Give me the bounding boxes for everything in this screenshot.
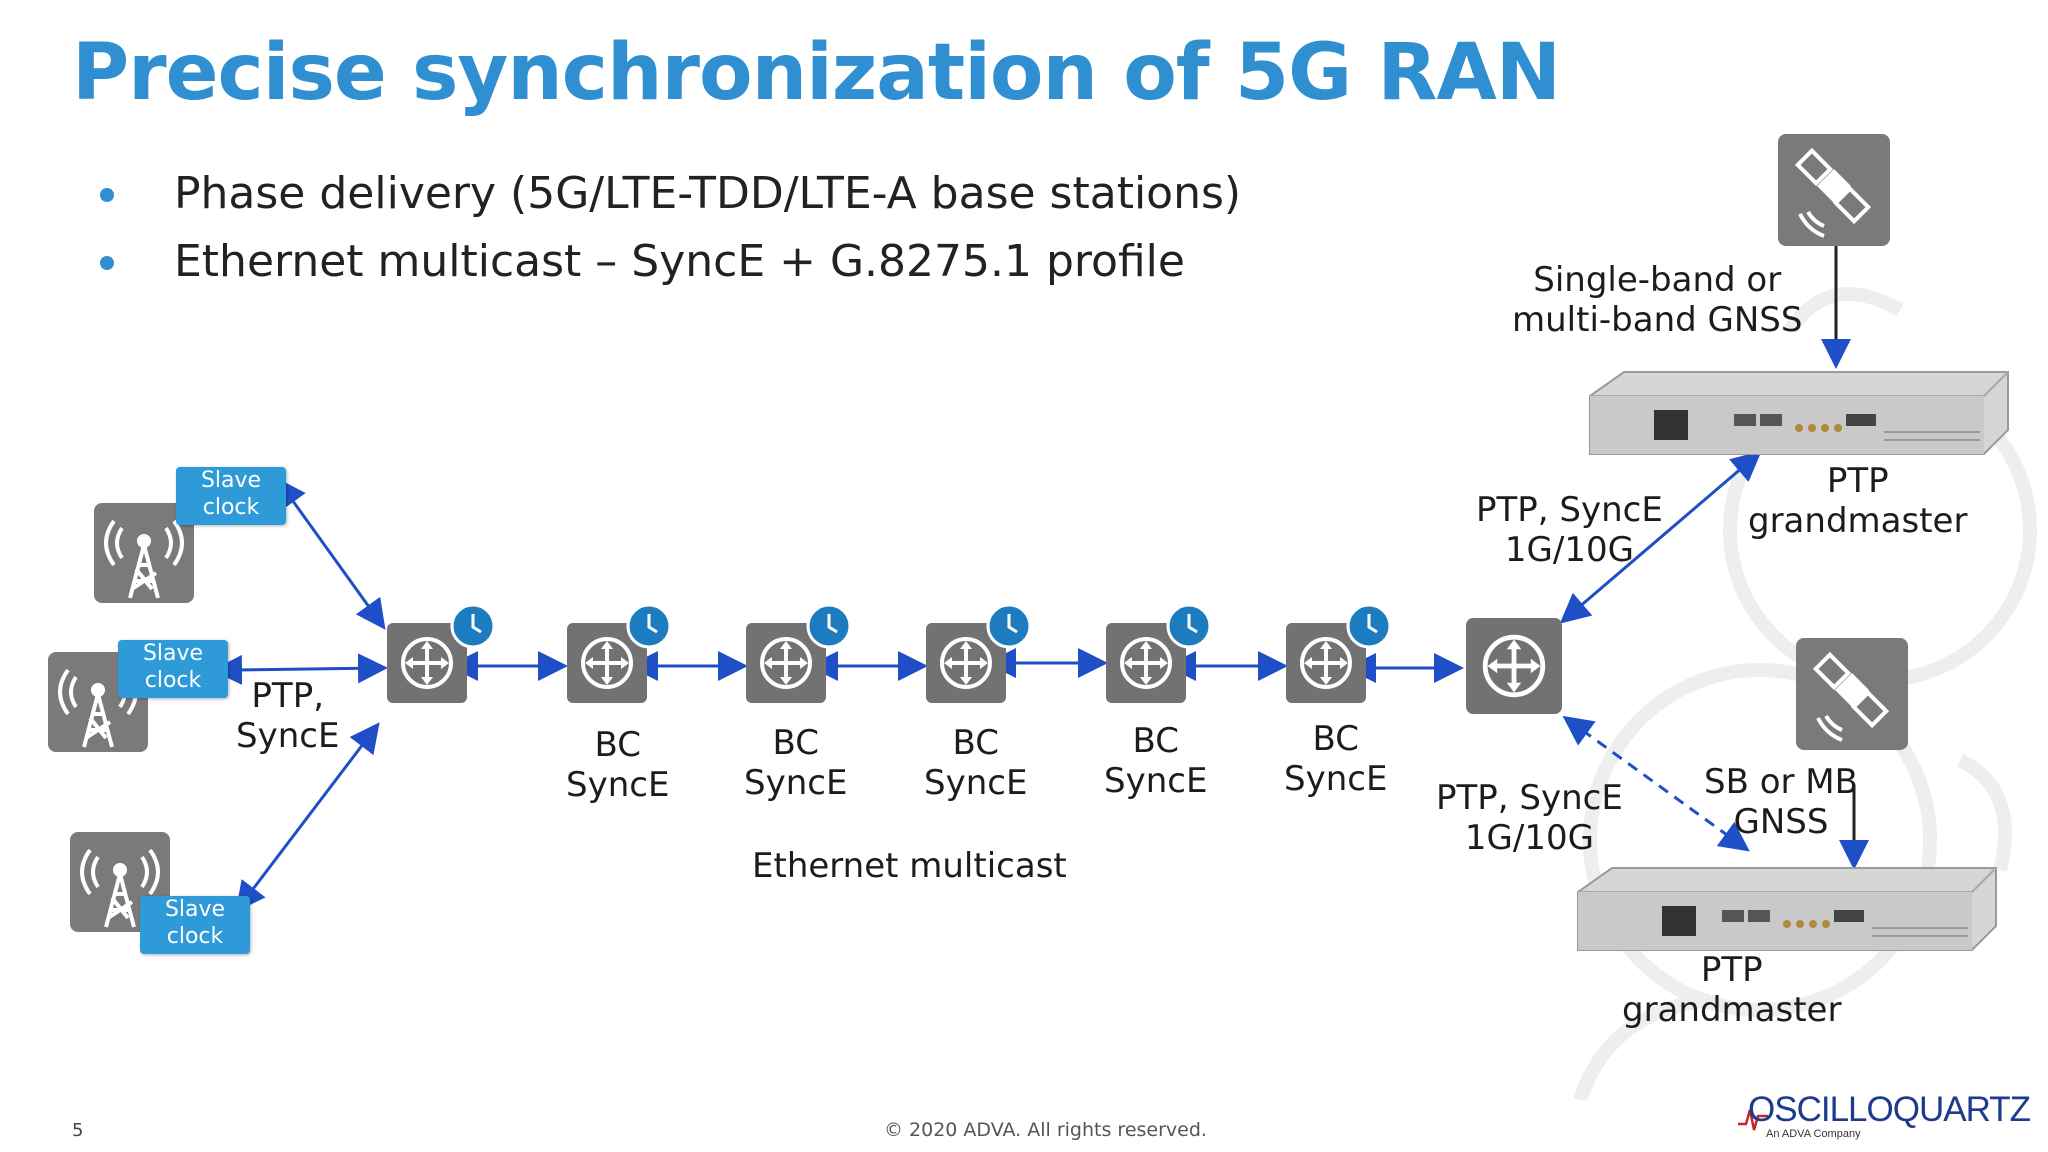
bullet-dot xyxy=(100,188,114,202)
copyright-text: © 2020 ADVA. All rights reserved. xyxy=(884,1119,1207,1141)
bullet-text: Ethernet multicast – SyncE + G.8275.1 pr… xyxy=(174,236,1185,287)
grandmaster-label-line: PTP xyxy=(1700,950,1763,990)
slave-clock-line: clock xyxy=(144,668,202,693)
uplink-label-line: 1G/10G xyxy=(1464,818,1594,858)
link-arrow xyxy=(275,477,386,630)
grandmaster-primary-label: PTP grandmaster xyxy=(1748,461,1967,541)
router-icon xyxy=(387,623,467,703)
clock-icon xyxy=(450,603,496,649)
bc-node-label-line: BC xyxy=(594,725,641,765)
logo-wave-icon xyxy=(1738,1109,1768,1131)
grandmaster-label-line: PTP xyxy=(1826,461,1889,501)
clock-icon xyxy=(1166,603,1212,649)
access-link-label: PTP, SyncE xyxy=(236,676,339,756)
uplink-label-line: PTP, SyncE xyxy=(1436,778,1623,818)
router-icon xyxy=(1286,623,1366,703)
bc-node-label-line: BC xyxy=(1312,719,1359,759)
slide-title: Precise synchronization of 5G RAN xyxy=(72,28,1561,118)
router-icon xyxy=(1106,623,1186,703)
bc-node-label-line: SyncE xyxy=(744,763,848,803)
grandmaster-device-icon xyxy=(1589,371,2009,455)
satellite-icon xyxy=(1778,134,1890,246)
uplink-label-line: PTP, SyncE xyxy=(1476,490,1663,530)
bc-node-label: BC SyncE xyxy=(1104,721,1207,801)
router-icon xyxy=(1466,618,1562,714)
router-icon xyxy=(926,623,1006,703)
bc-node-label-line: SyncE xyxy=(924,763,1028,803)
logo-name: OSCILLOQUARTZ xyxy=(1748,1090,2031,1129)
clock-icon xyxy=(986,603,1032,649)
tower-icon xyxy=(94,503,194,603)
clock-icon xyxy=(1346,603,1392,649)
slave-clock-line: clock xyxy=(166,924,224,949)
grandmaster-backup-label: PTP grandmaster xyxy=(1622,950,1841,1030)
gnss-label-line: Single-band or xyxy=(1533,260,1782,300)
clock-icon xyxy=(806,603,852,649)
logo-tagline: An ADVA Company xyxy=(1766,1128,1861,1140)
slave-clock-label: Slave clock xyxy=(176,467,286,525)
bc-node-label-line: SyncE xyxy=(1104,761,1208,801)
slave-clock-line: Slave xyxy=(200,468,262,493)
bullet-dot xyxy=(100,256,114,270)
bullet-text: Phase delivery (5G/LTE-TDD/LTE-A base st… xyxy=(174,168,1242,219)
bc-node-label-line: BC xyxy=(772,723,819,763)
gnss-backup-label: SB or MB GNSS xyxy=(1704,762,1858,842)
link-arrow xyxy=(1559,451,1762,624)
chain-label: Ethernet multicast xyxy=(752,846,1067,886)
gnss-label-line: multi-band GNSS xyxy=(1512,300,1803,340)
bc-node-label: BC SyncE xyxy=(744,723,847,803)
satellite-icon xyxy=(1796,638,1908,750)
slave-clock-line: clock xyxy=(202,495,260,520)
gnss-label-line: SB or MB xyxy=(1704,762,1858,802)
uplink-label-line: 1G/10G xyxy=(1504,530,1634,570)
bc-node-label-line: BC xyxy=(952,723,999,763)
slave-clock-label: Slave clock xyxy=(118,640,228,698)
grandmaster-device-icon xyxy=(1577,867,1997,951)
uplink-backup-label: PTP, SyncE 1G/10G xyxy=(1436,778,1623,858)
link-arrow xyxy=(235,722,380,913)
link-arrow-backup xyxy=(1562,715,1750,852)
grandmaster-label-line: grandmaster xyxy=(1622,990,1842,1030)
link-arrow xyxy=(212,653,388,685)
bc-node-label-line: BC xyxy=(1132,721,1179,761)
slave-clock-line: Slave xyxy=(142,641,204,666)
gnss-primary-label: Single-band or multi-band GNSS xyxy=(1512,260,1802,340)
access-link-label-line: SyncE xyxy=(236,716,340,756)
bc-node-label: BC SyncE xyxy=(1284,719,1387,799)
grandmaster-label-line: grandmaster xyxy=(1748,501,1968,541)
slave-clock-label: Slave clock xyxy=(140,896,250,954)
page-number: 5 xyxy=(72,1120,84,1141)
access-link-label-line: PTP, xyxy=(251,676,325,716)
router-icon xyxy=(567,623,647,703)
bc-node-label-line: SyncE xyxy=(1284,759,1388,799)
company-logo: OSCILLOQUARTZ An ADVA Company xyxy=(1738,1090,2031,1142)
clock-icon xyxy=(626,603,672,649)
gnss-label-line: GNSS xyxy=(1733,802,1829,842)
uplink-primary-label: PTP, SyncE 1G/10G xyxy=(1476,490,1663,570)
bc-node-label: BC SyncE xyxy=(924,723,1027,803)
bc-node-label: BC SyncE xyxy=(566,725,669,805)
bc-node-label-line: SyncE xyxy=(566,765,670,805)
router-icon xyxy=(746,623,826,703)
slave-clock-line: Slave xyxy=(164,897,226,922)
